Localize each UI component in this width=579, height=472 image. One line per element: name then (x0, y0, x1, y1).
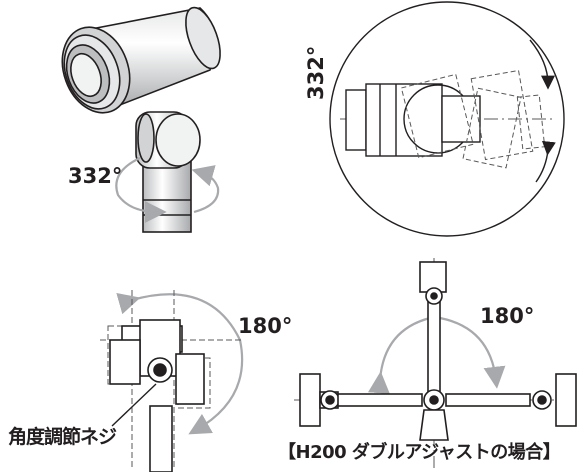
rotation-angle-label-vertical: 332° (304, 45, 328, 100)
double-tilt-angle-label: 180° (480, 304, 535, 328)
double-adjust-caption: 【H200 ダブルアジャストの場合】 (278, 442, 561, 463)
adjust-screw-label: 角度調節ネジ (8, 426, 117, 448)
tilt-detail (100, 290, 244, 472)
rotation-detail (329, 1, 565, 237)
tilt-angle-label: 180° (238, 314, 293, 338)
rotation-arrow-right (191, 165, 220, 214)
rotation-arrow-left (115, 157, 167, 223)
double-adjust-detail (294, 258, 578, 470)
fixture-3d (61, 6, 221, 233)
rotation-angle-label: 332° (68, 164, 123, 188)
